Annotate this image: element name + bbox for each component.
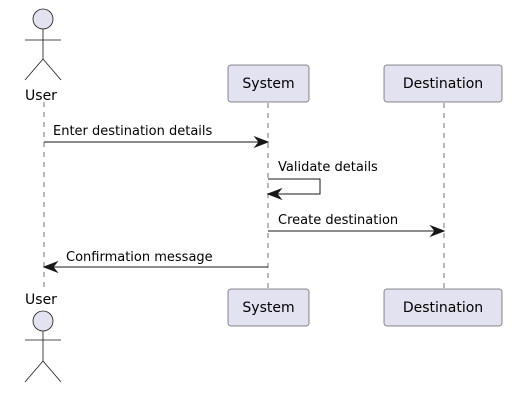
actor-label-user-bottom: User xyxy=(25,292,57,308)
participant-destination-bottom: Destination xyxy=(383,288,503,327)
participant-label-destination-bottom: Destination xyxy=(403,300,483,316)
actor-user-top: User xyxy=(24,8,62,104)
actor-leg-left xyxy=(24,360,44,383)
actor-head xyxy=(32,8,54,30)
participant-label-system-bottom: System xyxy=(242,300,294,316)
message-label: Validate details xyxy=(278,160,378,175)
participant-destination-top: Destination xyxy=(383,64,503,103)
arrow-head-icon xyxy=(429,224,446,238)
participant-label-destination-top: Destination xyxy=(403,76,483,92)
participant-box xyxy=(383,288,503,327)
actor-leg-left xyxy=(24,58,44,81)
actor-leg-right xyxy=(42,58,62,81)
actor-label-user-top: User xyxy=(25,88,57,104)
message-validate-details: Validate details xyxy=(266,160,378,201)
actor-user-bottom: User xyxy=(24,292,62,383)
participant-box xyxy=(383,64,503,103)
actor-leg-right xyxy=(42,360,62,383)
arrow-head-icon xyxy=(266,187,283,201)
message-label: Create destination xyxy=(278,213,398,228)
message-create-destination: Create destination xyxy=(268,213,446,238)
participant-system-top: System xyxy=(227,64,310,103)
arrow-head-icon xyxy=(42,260,59,274)
participant-label-system-top: System xyxy=(242,76,294,92)
actor-head xyxy=(32,310,54,332)
arrow-head-icon xyxy=(253,135,270,149)
message-label: Enter destination details xyxy=(53,124,213,139)
participant-system-bottom: System xyxy=(227,288,310,327)
message-label: Confirmation message xyxy=(66,250,213,265)
message-enter-destination-details: Enter destination details xyxy=(44,124,270,149)
participant-box xyxy=(227,64,310,103)
message-arrow-line xyxy=(268,178,321,195)
message-confirmation-message: Confirmation message xyxy=(42,250,268,274)
participant-box xyxy=(227,288,310,327)
